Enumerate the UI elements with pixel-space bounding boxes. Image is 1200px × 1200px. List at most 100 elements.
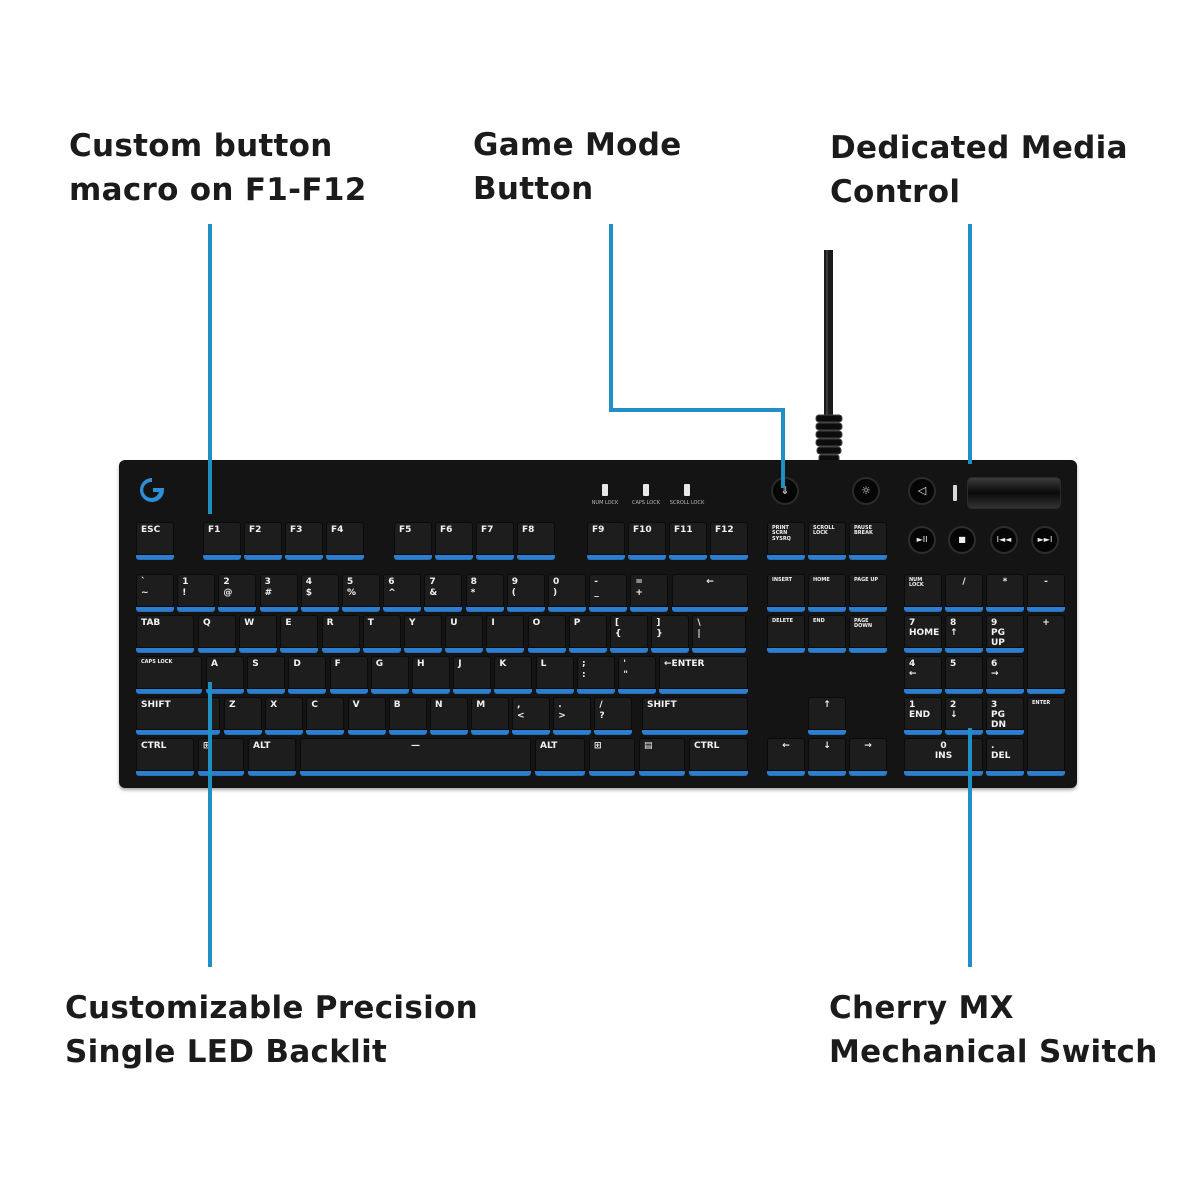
key-symbol[interactable]: /? bbox=[594, 697, 633, 734]
key-numpad-multiply[interactable]: * bbox=[986, 574, 1024, 611]
key-letter[interactable]: F bbox=[329, 656, 368, 693]
previous-track-button[interactable]: I◄◄ bbox=[990, 526, 1018, 554]
key-arrow-up[interactable]: ↑ bbox=[808, 697, 846, 734]
key-numpad-2[interactable]: 2↓ bbox=[945, 697, 983, 734]
key-number[interactable]: -_ bbox=[589, 574, 628, 611]
key-letter[interactable]: A bbox=[206, 656, 244, 693]
key-letter[interactable]: J bbox=[453, 656, 492, 693]
key-letter[interactable]: W bbox=[239, 615, 278, 652]
key-arrow-down[interactable]: ↓ bbox=[808, 738, 846, 775]
key-symbol[interactable]: .> bbox=[553, 697, 592, 734]
play-pause-button[interactable]: ►II bbox=[908, 526, 936, 554]
key-letter[interactable]: Q bbox=[198, 615, 236, 652]
stop-button[interactable]: ■ bbox=[948, 526, 976, 554]
key-number[interactable]: 2@ bbox=[218, 574, 257, 611]
key-letter[interactable]: Z bbox=[224, 697, 262, 734]
key-alt-left[interactable]: ALT bbox=[248, 738, 296, 775]
key-menu[interactable]: ▤ bbox=[639, 738, 685, 775]
key-f7[interactable]: F7 bbox=[476, 522, 514, 559]
key-numpad-6[interactable]: 6→ bbox=[986, 656, 1024, 693]
key-symbol[interactable]: ]} bbox=[651, 615, 690, 652]
key-symbol[interactable]: ,< bbox=[512, 697, 550, 734]
key-numpad-8[interactable]: 8↑ bbox=[945, 615, 983, 652]
mute-button[interactable]: ◁ bbox=[908, 477, 936, 505]
key-numpad-add[interactable]: + bbox=[1027, 615, 1065, 693]
key-arrow-left[interactable]: ← bbox=[767, 738, 805, 775]
key-nav-top[interactable]: PRINT SCRN SYSRQ bbox=[767, 522, 805, 559]
key-letter[interactable]: Y bbox=[404, 615, 442, 652]
key-nav-top[interactable]: PAUSE BREAK bbox=[849, 522, 887, 559]
key-letter[interactable]: H bbox=[412, 656, 450, 693]
key-nav-mid[interactable]: PAGE DOWN bbox=[849, 615, 887, 652]
key-symbol[interactable]: ;: bbox=[577, 656, 615, 693]
key-number[interactable]: 4$ bbox=[300, 574, 339, 611]
key-letter[interactable]: B bbox=[388, 697, 427, 734]
key-symbol[interactable]: '" bbox=[618, 656, 657, 693]
key-letter[interactable]: S bbox=[247, 656, 286, 693]
key-shift-left[interactable]: SHIFT bbox=[136, 697, 220, 734]
key-letter[interactable]: O bbox=[527, 615, 566, 652]
key-letter[interactable]: T bbox=[362, 615, 401, 652]
key-number[interactable]: 9( bbox=[506, 574, 545, 611]
key-f2[interactable]: F2 bbox=[244, 522, 282, 559]
key-letter[interactable]: I bbox=[486, 615, 525, 652]
key-num-lock[interactable]: NUM LOCK bbox=[904, 574, 942, 611]
key-letter[interactable]: L bbox=[535, 656, 574, 693]
key-f5[interactable]: F5 bbox=[394, 522, 432, 559]
key-number[interactable]: 0) bbox=[548, 574, 586, 611]
key-f4[interactable]: F4 bbox=[326, 522, 364, 559]
key-nav-mid[interactable]: END bbox=[808, 615, 846, 652]
key-windows-right[interactable]: ⊞ bbox=[589, 738, 635, 775]
key-letter[interactable]: N bbox=[430, 697, 468, 734]
key-caps-lock[interactable]: CAPS LOCK bbox=[136, 656, 202, 693]
key-letter[interactable]: K bbox=[494, 656, 533, 693]
key-ctrl-right[interactable]: CTRL bbox=[689, 738, 748, 775]
key-number[interactable]: 7& bbox=[424, 574, 463, 611]
key-f6[interactable]: F6 bbox=[435, 522, 473, 559]
key-numpad-subtract[interactable]: - bbox=[1027, 574, 1065, 611]
key-alt-right[interactable]: ALT bbox=[535, 738, 585, 775]
key-letter[interactable]: E bbox=[280, 615, 319, 652]
backlight-button[interactable]: ☼ bbox=[852, 477, 880, 505]
key-letter[interactable]: D bbox=[288, 656, 327, 693]
key-f12[interactable]: F12 bbox=[710, 522, 748, 559]
key-letter[interactable]: M bbox=[471, 697, 510, 734]
key-letter[interactable]: P bbox=[568, 615, 607, 652]
key-number[interactable]: 1! bbox=[177, 574, 216, 611]
key-tab[interactable]: TAB bbox=[136, 615, 194, 652]
key-number[interactable]: `~ bbox=[136, 574, 174, 611]
game-mode-button[interactable]: ⇓ bbox=[771, 477, 799, 505]
key-symbol[interactable]: [{ bbox=[610, 615, 648, 652]
key-letter[interactable]: U bbox=[445, 615, 484, 652]
key-letter[interactable]: R bbox=[321, 615, 360, 652]
key-ctrl-left[interactable]: CTRL bbox=[136, 738, 194, 775]
key-esc[interactable]: ESC bbox=[136, 522, 174, 559]
key-f10[interactable]: F10 bbox=[628, 522, 666, 559]
key-nav-top[interactable]: SCROLL LOCK bbox=[808, 522, 846, 559]
key-arrow-right[interactable]: → bbox=[849, 738, 887, 775]
key-f3[interactable]: F3 bbox=[285, 522, 323, 559]
key-nav-mid[interactable]: HOME bbox=[808, 574, 846, 611]
key-enter[interactable]: ←ENTER bbox=[659, 656, 748, 693]
key-space[interactable]: — bbox=[300, 738, 531, 775]
key-number[interactable]: 8* bbox=[465, 574, 504, 611]
key-letter[interactable]: G bbox=[370, 656, 409, 693]
key-numpad-decimal[interactable]: .DEL bbox=[986, 738, 1024, 775]
key-windows-left[interactable]: ⊞ bbox=[198, 738, 244, 775]
key-numpad-enter[interactable]: ENTER bbox=[1027, 697, 1065, 775]
next-track-button[interactable]: ►►I bbox=[1031, 526, 1059, 554]
key-letter[interactable]: C bbox=[306, 697, 345, 734]
key-number[interactable]: =+ bbox=[630, 574, 669, 611]
key-f9[interactable]: F9 bbox=[587, 522, 625, 559]
volume-roller[interactable] bbox=[967, 477, 1061, 509]
key-numpad-5[interactable]: 5 bbox=[945, 656, 983, 693]
key-nav-mid[interactable]: INSERT bbox=[767, 574, 805, 611]
key-numpad-4[interactable]: 4← bbox=[904, 656, 942, 693]
key-f11[interactable]: F11 bbox=[669, 522, 707, 559]
key-number[interactable]: 3# bbox=[259, 574, 298, 611]
key-backspace[interactable]: ← bbox=[672, 574, 748, 611]
